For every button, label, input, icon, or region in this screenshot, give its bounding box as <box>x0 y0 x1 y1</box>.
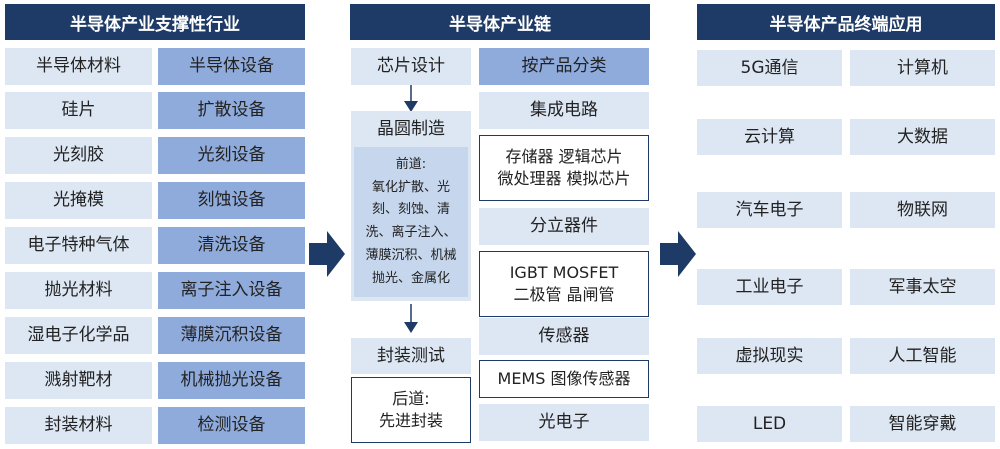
application-item: 虚拟现实 <box>697 338 842 374</box>
support-industry-header: 半导体产业支撑性行业 <box>5 4 305 40</box>
material-item: 湿电子化学品 <box>5 317 152 354</box>
equipment-item: 刻蚀设备 <box>158 182 305 219</box>
sensor-detail-box: MEMS 图像传感器 <box>479 360 649 398</box>
discrete-box: 分立器件 <box>479 208 649 245</box>
front-end-process: 前道: 氧化扩散、光 刻、刻蚀、清 洗、离子注入、 薄膜沉积、机械 抛光、金属化 <box>354 147 468 297</box>
by-product-header: 按产品分类 <box>479 48 649 85</box>
application-item: 智能穿戴 <box>850 406 995 442</box>
application-item: 大数据 <box>850 119 995 155</box>
material-item: 光掩模 <box>5 182 152 219</box>
equipment-item: 光刻设备 <box>158 137 305 174</box>
ic-box: 集成电路 <box>479 92 649 129</box>
down-arrow-icon <box>404 304 418 333</box>
equipment-item: 清洗设备 <box>158 227 305 264</box>
flow-arrow-right-icon <box>309 231 345 277</box>
material-item: 抛光材料 <box>5 272 152 309</box>
application-item: 计算机 <box>850 50 995 86</box>
ic-detail-box: 存储器 逻辑芯片 微处理器 模拟芯片 <box>479 135 649 201</box>
application-item: 汽车电子 <box>697 192 842 228</box>
discrete-detail-box: IGBT MOSFET 二极管 晶闸管 <box>479 251 649 317</box>
wafer-fab-label: 晶圆制造 <box>377 118 445 139</box>
sensor-box: 传感器 <box>479 318 649 355</box>
back-end-process: 后道: 先进封装 <box>351 377 471 443</box>
application-item: 人工智能 <box>850 338 995 374</box>
application-item: 工业电子 <box>697 269 842 305</box>
flow-arrow-right-icon <box>660 231 696 277</box>
optoelectronics-box: 光电子 <box>479 404 649 441</box>
application-item: 军事太空 <box>850 269 995 305</box>
chip-design-box: 芯片设计 <box>351 48 471 85</box>
industry-chain-header: 半导体产业链 <box>350 4 650 40</box>
packaging-test-box: 封装测试 <box>351 338 471 374</box>
material-item: 硅片 <box>5 92 152 129</box>
application-item: 物联网 <box>850 192 995 228</box>
equipment-item: 检测设备 <box>158 407 305 444</box>
application-item: 云计算 <box>697 119 842 155</box>
equipment-item: 离子注入设备 <box>158 272 305 309</box>
application-item: 5G通信 <box>697 50 842 86</box>
terminal-apps-header: 半导体产品终端应用 <box>697 4 995 40</box>
material-item: 光刻胶 <box>5 137 152 174</box>
equipment-item: 机械抛光设备 <box>158 362 305 399</box>
equipment-item: 扩散设备 <box>158 92 305 129</box>
material-item: 电子特种气体 <box>5 227 152 264</box>
material-item: 溅射靶材 <box>5 362 152 399</box>
equipment-item: 薄膜沉积设备 <box>158 317 305 354</box>
equipment-header: 半导体设备 <box>158 48 305 85</box>
material-item: 封装材料 <box>5 407 152 444</box>
materials-header: 半导体材料 <box>5 48 152 85</box>
down-arrow-icon <box>404 85 418 112</box>
application-item: LED <box>697 406 842 442</box>
